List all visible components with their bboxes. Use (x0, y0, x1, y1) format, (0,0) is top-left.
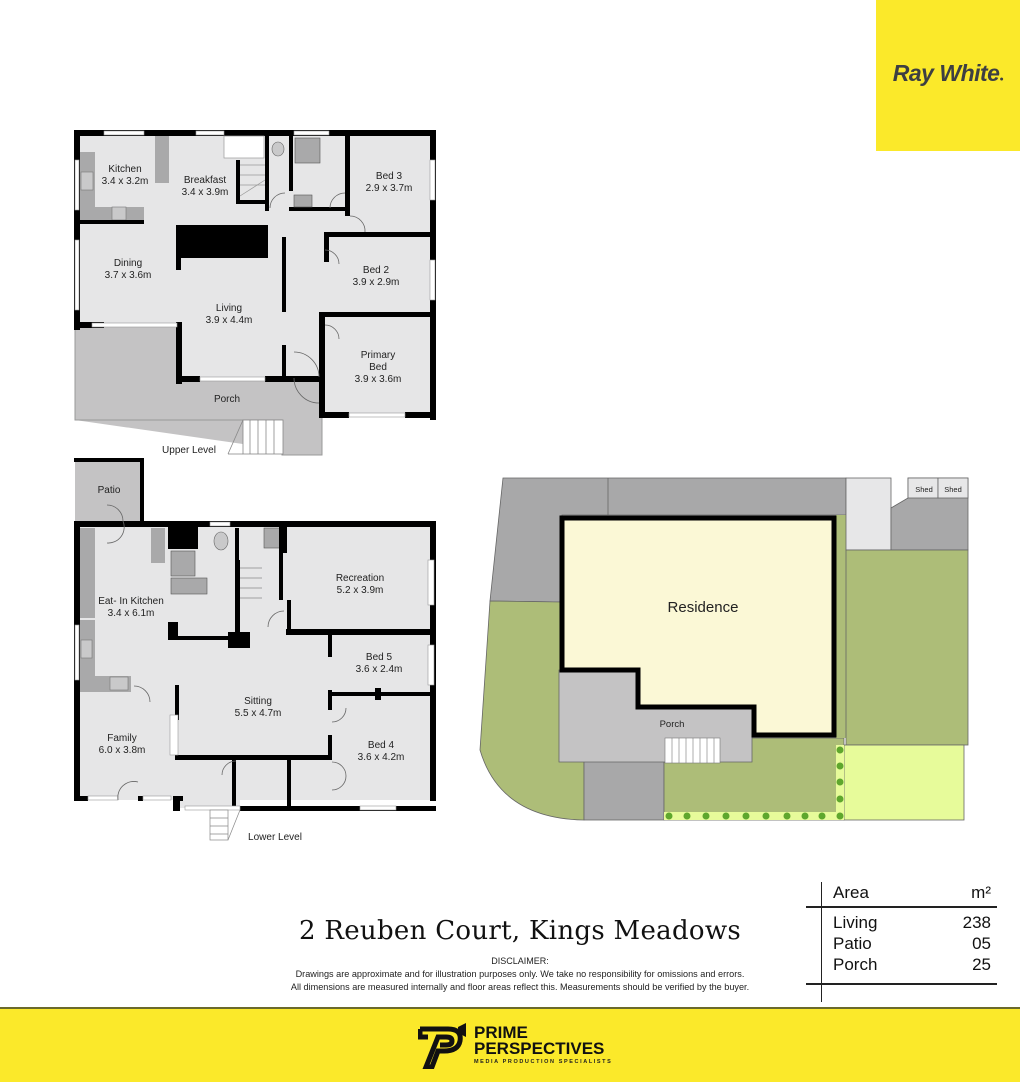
svg-text:Shed: Shed (915, 485, 933, 494)
svg-text:5.2 x 3.9m: 5.2 x 3.9m (337, 585, 384, 596)
site-plan: Residence Porch Shed Shed (479, 477, 969, 821)
svg-text:Primary: Primary (361, 350, 395, 361)
svg-text:Bed 4: Bed 4 (368, 740, 395, 751)
svg-text:3.6 x 4.2m: 3.6 x 4.2m (358, 752, 405, 763)
svg-text:Residence: Residence (668, 599, 739, 616)
footer-banner: PRIME PERSPECTIVES MEDIA PRODUCTION SPEC… (0, 1007, 1020, 1082)
svg-text:Dining: Dining (114, 258, 142, 269)
svg-text:Recreation: Recreation (336, 573, 384, 584)
svg-text:Sitting: Sitting (244, 696, 272, 707)
svg-text:3.9 x 4.4m: 3.9 x 4.4m (206, 315, 253, 326)
svg-text:3.6 x 2.4m: 3.6 x 2.4m (356, 664, 403, 675)
svg-text:Breakfast: Breakfast (184, 175, 226, 186)
ray-white-logo-box: Ray White● (876, 0, 1020, 151)
svg-text:3.4 x 6.1m: 3.4 x 6.1m (108, 608, 155, 619)
svg-text:2.9 x 3.7m: 2.9 x 3.7m (366, 183, 413, 194)
prime-perspectives-logo: PRIME PERSPECTIVES MEDIA PRODUCTION SPEC… (417, 1023, 618, 1071)
svg-text:Bed 2: Bed 2 (363, 265, 390, 276)
svg-text:Porch: Porch (214, 394, 240, 405)
area-table-rule (806, 906, 997, 908)
svg-text:Bed 3: Bed 3 (376, 171, 403, 182)
svg-text:Porch: Porch (660, 719, 685, 730)
area-table-rule (806, 983, 997, 985)
area-table-divider (821, 882, 822, 1002)
upper-level-plan: Kitchen 3.4 x 3.2m Breakfast 3.4 x 3.9m … (74, 130, 436, 456)
svg-text:3.9 x 3.6m: 3.9 x 3.6m (355, 374, 402, 385)
svg-text:5.5 x 4.7m: 5.5 x 4.7m (235, 708, 282, 719)
disclaimer-text: Drawings are approximate and for illustr… (290, 969, 750, 993)
svg-text:6.0 x 3.8m: 6.0 x 3.8m (99, 745, 146, 756)
svg-text:3.7 x 3.6m: 3.7 x 3.6m (105, 270, 152, 281)
svg-text:3.4 x 3.9m: 3.4 x 3.9m (182, 187, 229, 198)
svg-text:3.4 x 3.2m: 3.4 x 3.2m (102, 176, 149, 187)
ray-white-logo: Ray White● (892, 60, 1004, 86)
svg-text:Patio: Patio (98, 485, 121, 496)
disclaimer-heading: DISCLAIMER: (491, 956, 549, 966)
svg-text:3.9 x 2.9m: 3.9 x 2.9m (353, 277, 400, 288)
upper-level-label: Upper Level (162, 445, 216, 456)
lower-level-label: Lower Level (248, 832, 302, 843)
svg-text:Bed 5: Bed 5 (366, 652, 393, 663)
svg-text:Bed: Bed (369, 362, 387, 373)
property-address: 2 Reuben Court, Kings Meadows (298, 916, 742, 946)
svg-text:Shed: Shed (944, 485, 962, 494)
pp-monogram-icon (417, 1023, 466, 1070)
svg-text:Eat- In Kitchen: Eat- In Kitchen (98, 596, 164, 607)
svg-text:Living: Living (216, 303, 242, 314)
svg-text:Family: Family (107, 733, 136, 744)
lower-level-plan: Patio Eat- In Kitchen 3.4 x 6.1m Recreat… (74, 458, 436, 843)
room-label: Kitchen (108, 164, 141, 175)
